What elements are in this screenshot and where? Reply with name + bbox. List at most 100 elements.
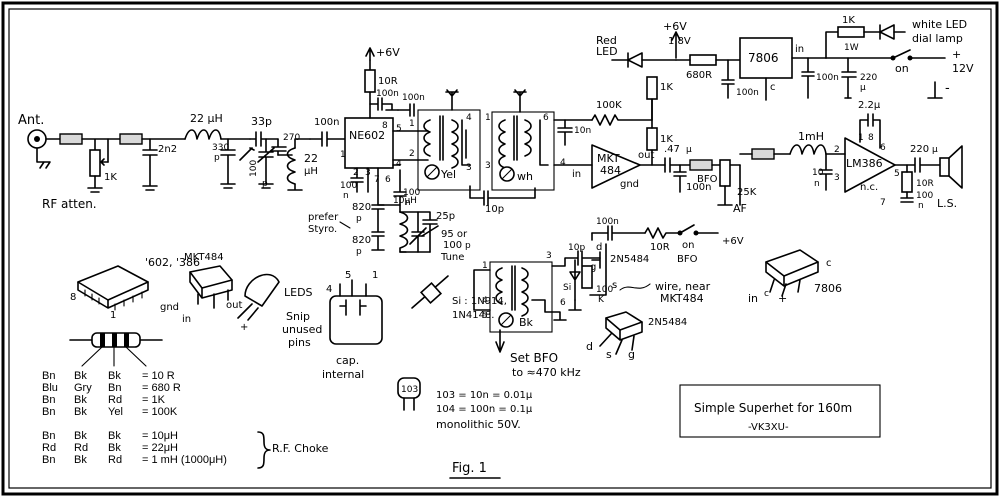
svg-text:4: 4 <box>560 158 566 168</box>
choke-code-row-cell: Rd <box>74 442 89 454</box>
fet-drawing <box>605 311 643 331</box>
svg-text:dial lamp: dial lamp <box>912 32 963 45</box>
svg-text:2: 2 <box>409 149 415 159</box>
svg-text:1: 1 <box>409 119 415 129</box>
bfo-section: 100n 10R on BFO +6V Bk 1 4 5 3 6 10p 2N5… <box>473 217 744 379</box>
title-text: Simple Superhet for 160m <box>694 401 852 415</box>
svg-text:μ: μ <box>686 145 692 155</box>
af-gain-pot <box>719 159 731 187</box>
speaker-icon <box>939 157 950 177</box>
svg-text:10: 10 <box>812 168 824 178</box>
title-box <box>679 384 881 438</box>
svg-text:-: - <box>945 81 950 96</box>
cap-330: 330 <box>212 143 229 153</box>
power-supply-section: +6V Red LED 1.8V 680R 7806 in c 100n 100… <box>596 15 974 101</box>
svg-text:100n: 100n <box>686 182 711 193</box>
color-code-row-cell: Bk <box>108 370 121 382</box>
ferrite-bead-icon <box>119 133 143 145</box>
svg-text:1: 1 <box>482 261 488 271</box>
svg-text:100n: 100n <box>596 217 619 227</box>
svg-text:+: + <box>240 322 248 333</box>
svg-text:s: s <box>606 348 612 361</box>
svg-text:1K: 1K <box>842 15 855 26</box>
regulator-label: 7806 <box>748 51 779 65</box>
svg-text:8: 8 <box>382 121 388 131</box>
svg-text:c: c <box>826 258 832 269</box>
bfo-coil-can <box>489 261 553 333</box>
svg-text:g: g <box>628 348 635 361</box>
parts-legend: '602, '386 8 1 MKT484 gnd in out + LEDS … <box>69 249 842 479</box>
figure-label: Fig. 1 <box>452 461 487 476</box>
supply-12v-label: 12V <box>952 62 974 75</box>
osc-trim-25p: 25p <box>436 211 455 222</box>
bfo-gate-resistor <box>581 265 593 289</box>
regulator-drawing <box>765 249 819 277</box>
svg-text:100n: 100n <box>816 73 839 83</box>
antenna-input-section: Ant. 1K RF atten. 2n2 22 μH 330 p 33p <box>18 112 346 211</box>
svg-text:1: 1 <box>858 133 864 143</box>
svg-text:s: s <box>612 280 617 291</box>
svg-text:10n: 10n <box>574 126 591 136</box>
bfo-coil-label: Bk <box>519 316 534 329</box>
choke-code-row-cell: Rd <box>108 454 123 466</box>
input-cap-2n2: 2n2 <box>158 144 177 155</box>
choke-code-row-cell: = 10μH <box>142 430 178 442</box>
svg-text:MKT484: MKT484 <box>660 292 704 305</box>
svg-text:d: d <box>586 340 593 353</box>
rf-atten-label: RF atten. <box>42 197 97 211</box>
svg-text:n: n <box>405 198 411 208</box>
svg-text:10R: 10R <box>650 242 670 253</box>
leds-label: LEDS <box>284 286 313 299</box>
ne602-label: NE602 <box>349 129 385 142</box>
regulator-legend-label: 7806 <box>814 282 842 295</box>
osc-coil-10uh: 10μH <box>393 196 417 206</box>
svg-text:484: 484 <box>600 164 621 177</box>
svg-text:2: 2 <box>834 145 840 155</box>
svg-text:1: 1 <box>340 150 346 160</box>
input-choke-22uh: 22 μH <box>190 112 223 125</box>
svg-text:to ≈470 kHz: to ≈470 kHz <box>512 366 581 379</box>
svg-text:2: 2 <box>353 168 359 178</box>
monolithic-cap-drawing <box>397 377 421 399</box>
capacitor-drawing <box>329 295 383 345</box>
antenna-label: Ant. <box>18 113 44 128</box>
svg-text:μH: μH <box>304 166 318 177</box>
mixer-section: NE602 1 2 3 4 5 8 7 6 +6V 10R 100n 100 n… <box>340 46 420 208</box>
mixer-supply-label: +6V <box>376 46 400 59</box>
sheet-inner-border <box>8 8 992 489</box>
svg-text:p: p <box>262 179 268 189</box>
svg-text:220: 220 <box>910 144 929 155</box>
svg-text:6: 6 <box>385 175 391 185</box>
svg-text:out: out <box>226 300 242 311</box>
svg-text:p: p <box>465 241 471 251</box>
color-code-row-cell: Bk <box>74 406 87 418</box>
af-label: AF <box>733 202 747 215</box>
svg-text:+: + <box>778 292 787 305</box>
svg-text:2.2μ: 2.2μ <box>858 100 881 111</box>
choke-code-row-cell: = 22μH <box>142 442 178 454</box>
bfo-ferrite-icon <box>689 159 713 171</box>
svg-text:1: 1 <box>372 270 378 281</box>
detector-section: MKT 484 gnd in out 1K 1K .47 μ 100n BFO <box>572 76 741 193</box>
svg-text:on: on <box>682 240 694 251</box>
svg-text:n: n <box>918 201 924 211</box>
color-code-row-cell: = 100K <box>142 406 178 418</box>
bfo-wire-note: wire, near <box>655 280 711 293</box>
osc-cap-820-a: 820 <box>352 202 371 213</box>
color-code-row-cell: = 10 R <box>142 370 175 382</box>
detector-r-1k-top <box>646 76 658 100</box>
svg-text:Styro.: Styro. <box>308 224 337 235</box>
svg-text:gnd: gnd <box>160 302 179 313</box>
mixer-r-10r: 10R <box>378 76 398 87</box>
mkt484-package-drawing <box>189 265 233 289</box>
svg-text:3: 3 <box>834 173 840 183</box>
color-code-row-cell: Rd <box>108 394 123 406</box>
if-transformer-yel <box>417 109 481 191</box>
svg-text:monolithic 50V.: monolithic 50V. <box>436 418 521 431</box>
lm386-label: LM386 <box>846 157 883 170</box>
detector-r-1k-bottom <box>646 127 658 151</box>
